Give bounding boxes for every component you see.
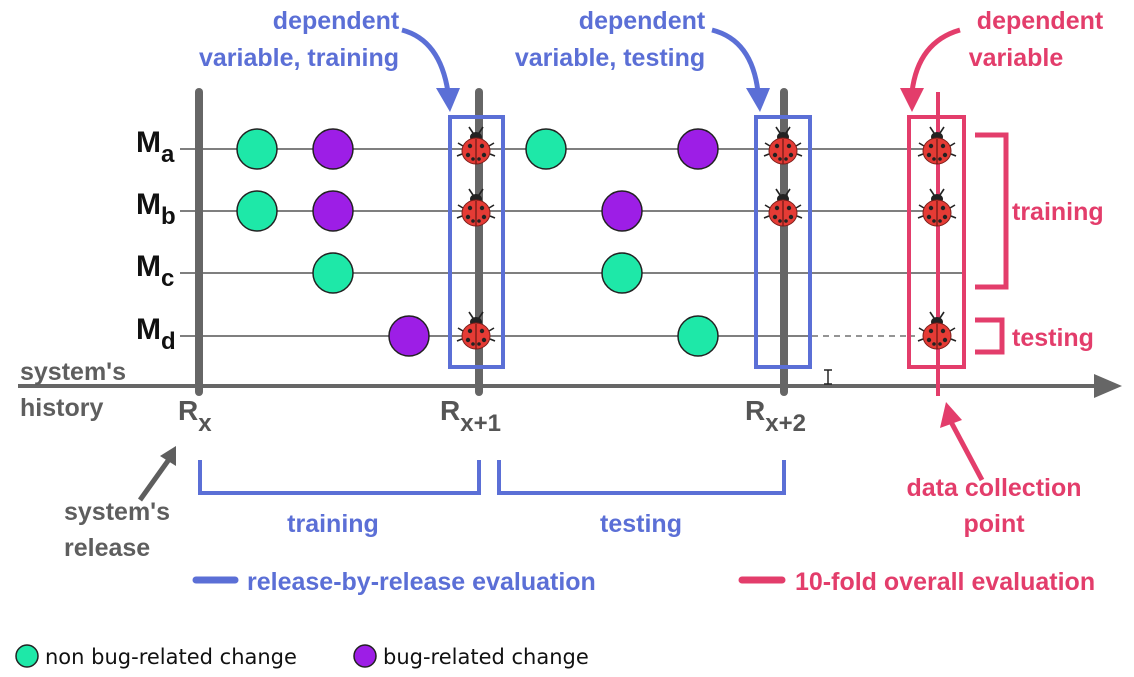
green-circle-icon — [15, 644, 39, 668]
purple-circle-icon — [312, 190, 354, 232]
axis-arrowhead-icon — [1094, 374, 1122, 398]
svg-text:training: training — [287, 510, 379, 538]
text-cursor-icon — [824, 369, 832, 385]
history-label: system's history — [20, 358, 126, 422]
svg-text:variable, training: variable, training — [199, 44, 399, 72]
release-label-rx: Rx — [178, 395, 212, 437]
ladybug-icon — [456, 188, 496, 227]
svg-text:release: release — [64, 534, 150, 562]
svg-text:release-by-release evaluation: release-by-release evaluation — [247, 568, 596, 596]
change-legend: non bug-related change bug-related chang… — [15, 644, 589, 669]
svg-text:variable, testing: variable, testing — [515, 44, 705, 72]
ladybug-icon — [456, 126, 496, 165]
arrow-icon — [436, 88, 460, 112]
purple-circle-icon — [388, 315, 430, 357]
svg-text:history: history — [20, 394, 103, 422]
release-labels: Rx Rx+1 Rx+2 — [178, 395, 806, 437]
svg-text:dependent: dependent — [977, 7, 1104, 35]
dep-training-box — [448, 115, 505, 369]
green-circle-icon — [601, 252, 643, 294]
collection-annotation: data collection point — [906, 402, 1082, 538]
arrow-icon — [160, 446, 176, 466]
purple-circle-icon — [677, 128, 719, 170]
svg-text:testing: testing — [1012, 324, 1094, 352]
ladybug-icon — [917, 188, 957, 227]
dep-testing-annotation: dependent variable, testing — [515, 7, 770, 112]
svg-text:testing: testing — [600, 510, 682, 538]
purple-circle-icon — [312, 128, 354, 170]
svg-text:variable: variable — [969, 44, 1064, 72]
svg-text:system's: system's — [20, 358, 126, 386]
period-brackets: training testing — [198, 460, 786, 538]
green-circle-icon — [236, 128, 278, 170]
arrow-icon — [746, 88, 770, 112]
svg-text:point: point — [963, 510, 1025, 538]
fold-training-bracket — [975, 132, 1009, 290]
ladybug-icon — [917, 311, 957, 350]
testing-period-bracket — [497, 460, 786, 495]
svg-text:data collection: data collection — [906, 474, 1081, 502]
svg-text:dependent: dependent — [273, 7, 400, 35]
dep-testing-box — [754, 115, 812, 369]
dep-var-box — [907, 115, 966, 369]
svg-text:10-fold overall evaluation: 10-fold overall evaluation — [795, 568, 1095, 596]
ladybug-icon — [917, 126, 957, 165]
ladybug-icon — [763, 126, 803, 165]
purple-circle-icon — [353, 644, 377, 668]
svg-text:training: training — [1012, 198, 1104, 226]
release-label-rx1: Rx+1 — [440, 395, 501, 437]
svg-text:system's: system's — [64, 498, 170, 526]
arrow-icon — [900, 88, 924, 112]
arrow-icon — [940, 402, 962, 428]
module-lines — [180, 148, 962, 337]
module-label-b: Mb — [136, 188, 176, 230]
green-circle-icon — [236, 190, 278, 232]
fold-testing-bracket — [975, 317, 1005, 355]
ladybug-icon — [456, 311, 496, 350]
svg-text:non bug-related change: non bug-related change — [45, 645, 297, 669]
evaluation-legend: release-by-release evaluation 10-fold ov… — [192, 568, 1095, 596]
svg-text:bug-related change: bug-related change — [383, 645, 589, 669]
green-circle-icon — [677, 315, 719, 357]
green-circle-icon — [312, 252, 354, 294]
dep-var-annotation: dependent variable — [900, 7, 1104, 112]
purple-circle-icon — [601, 190, 643, 232]
module-label-d: Md — [136, 313, 176, 355]
dep-training-annotation: dependent variable, training — [199, 7, 460, 112]
svg-text:dependent: dependent — [579, 7, 706, 35]
change-circles — [236, 128, 719, 357]
module-label-c: Mc — [136, 250, 174, 292]
release-label-rx2: Rx+2 — [745, 395, 806, 437]
training-period-bracket — [198, 460, 481, 495]
release-annotation: system's release — [64, 446, 176, 562]
fold-brackets: training testing — [975, 132, 1104, 355]
ladybug-icon — [763, 188, 803, 227]
green-circle-icon — [525, 128, 567, 170]
module-labels: Ma Mb Mc Md — [136, 126, 176, 355]
module-label-a: Ma — [136, 126, 175, 168]
